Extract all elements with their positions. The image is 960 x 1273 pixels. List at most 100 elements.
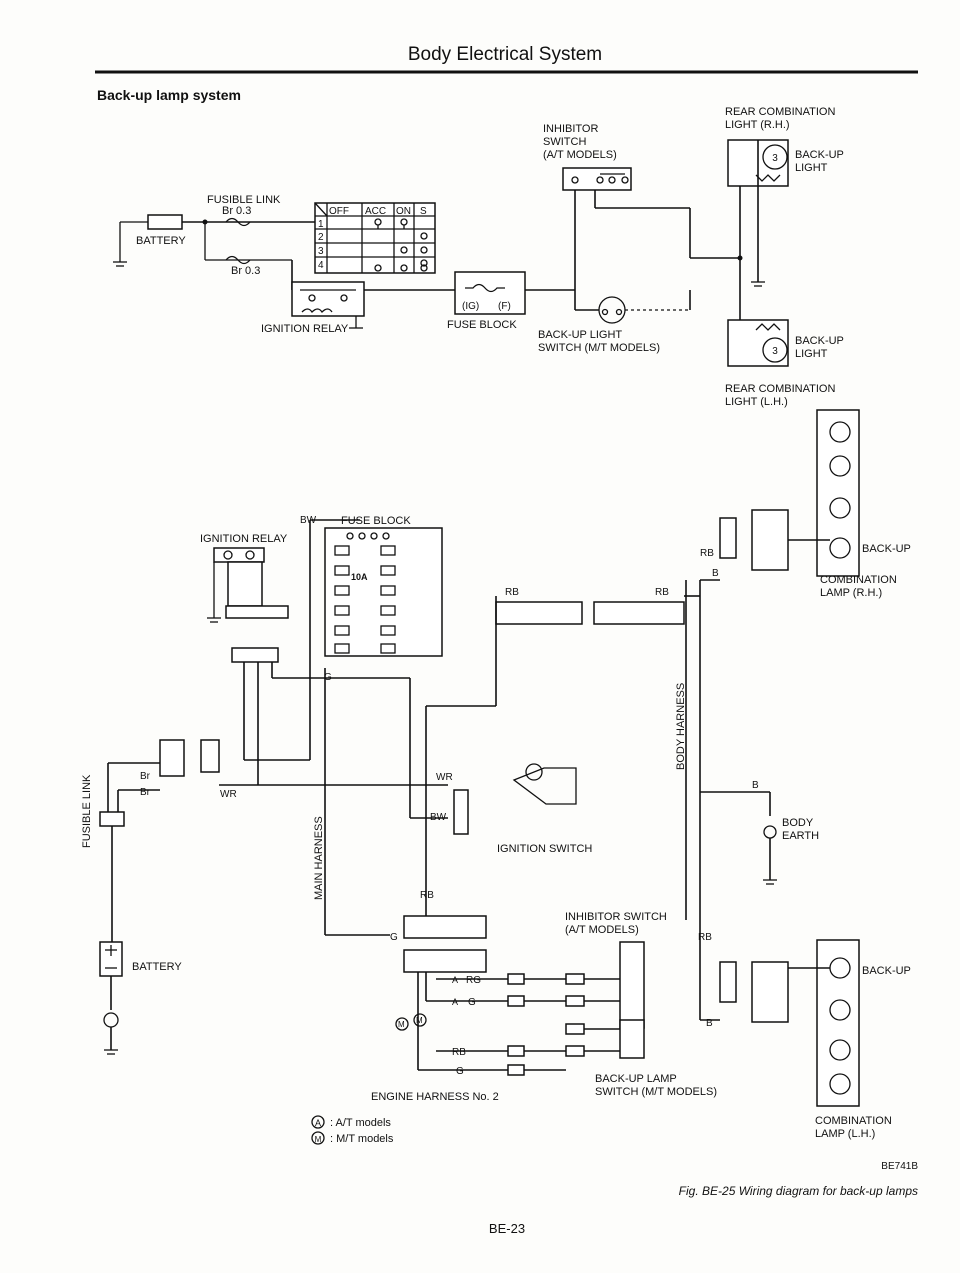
ignition-switch-connector	[453, 763, 577, 835]
body-earth-label-2: EARTH	[782, 830, 819, 842]
fusible-link-gauge-2: Br 0.3	[231, 265, 260, 277]
backup-lamp-switch-label-1: BACK-UP LAMP	[595, 1073, 677, 1085]
backup-light-label-lh-2: LIGHT	[795, 348, 828, 360]
ignition-relay-symbol	[291, 281, 455, 329]
page-header-title: Body Electrical System	[408, 44, 602, 65]
body-earth-label-1: BODY	[782, 817, 814, 829]
wiring-ignition-relay	[207, 547, 289, 623]
ign-row-3: 3	[318, 246, 324, 257]
svg-text:3: 3	[772, 153, 778, 164]
back-up-rh-label: BACK-UP	[862, 543, 911, 555]
inhibitor-switch-connector	[565, 941, 645, 1059]
wire-rg: RG	[466, 975, 481, 986]
rear-lh-label-2: LIGHT (L.H.)	[725, 396, 788, 408]
relay-connector	[231, 519, 448, 936]
fusible-link-label: FUSIBLE LINK	[207, 194, 281, 206]
combination-rh-label-2: LAMP (R.H.)	[820, 587, 882, 599]
wire-br-1: Br	[140, 771, 151, 782]
ign-col-on: ON	[396, 206, 411, 217]
backup-switch-label-1: BACK-UP LIGHT	[538, 329, 622, 341]
wire-rb-inhibitor: RB	[698, 932, 712, 943]
combination-rh-label-1: COMBINATION	[820, 574, 897, 586]
wire-br-2: Br	[140, 787, 151, 798]
schematic-diagram: BATTERY FUSIBLE LINK Br 0.3 Br 0.3	[113, 106, 844, 408]
mark-m-2: M	[416, 1016, 423, 1025]
fuse-block-label: FUSE BLOCK	[447, 319, 517, 331]
back-up-lh-label: BACK-UP	[862, 965, 911, 977]
legend-mark-m: M	[315, 1135, 322, 1144]
wire-rb-right: RB	[655, 587, 669, 598]
section-title: Back-up lamp system	[97, 87, 241, 103]
ignition-relay-label: IGNITION RELAY	[261, 323, 349, 335]
main-harness-label: MAIN HARNESS	[313, 816, 325, 900]
wiring-layout: IGNITION RELAY 10A FUSE BLOCK BW	[81, 409, 911, 1140]
rear-combination-light-lh: 3	[727, 258, 789, 367]
fusible-link-connector	[99, 739, 448, 880]
wire-bw-top: BW	[300, 515, 317, 526]
backup-lamp-switch-label-2: SWITCH (M/T MODELS)	[595, 1086, 717, 1098]
engine-harness-connector	[395, 915, 566, 1076]
backup-light-label-rh-2: LIGHT	[795, 162, 828, 174]
mark-a-1: A	[452, 975, 458, 985]
svg-text:3: 3	[772, 346, 778, 357]
backup-switch-symbol	[574, 257, 740, 324]
wire-g-m: G	[456, 1066, 464, 1077]
legend-text-m: : M/T models	[330, 1133, 394, 1145]
fusible-link-vertical-label: FUSIBLE LINK	[81, 774, 93, 848]
wiring-battery	[99, 880, 123, 1055]
wire-g-engine: G	[390, 932, 398, 943]
figure-code: BE741B	[881, 1161, 918, 1172]
combination-lamp-rh	[700, 409, 860, 581]
fuse-block-symbol: (IG) (F)	[454, 271, 575, 315]
fusible-link-gauge-1: Br 0.3	[222, 205, 251, 217]
fuse-ig-label: (IG)	[462, 301, 479, 312]
fuse-f-label: (F)	[498, 301, 511, 312]
combination-lh-label-2: LAMP (L.H.)	[815, 1128, 875, 1140]
backup-light-label-rh-1: BACK-UP	[795, 149, 844, 161]
inhibitor-label-3: (A/T MODELS)	[543, 149, 617, 161]
rear-rh-label-1: REAR COMBINATION	[725, 106, 835, 118]
wire-rb-engine: RB	[420, 890, 434, 901]
inhibitor-label-2: SWITCH	[543, 136, 586, 148]
body-harness-label: BODY HARNESS	[675, 683, 687, 770]
legend-text-a: : A/T models	[330, 1117, 391, 1129]
fusible-link-symbol	[182, 217, 315, 290]
ignition-switch-table: OFF ACC ON S 1 2 3 4	[314, 202, 436, 274]
combination-lamp-lh	[700, 939, 860, 1107]
inhibitor-switch-symbol	[562, 167, 691, 290]
ign-row-1: 1	[318, 219, 324, 230]
wire-g-a: G	[468, 997, 476, 1008]
wiring-fuse-block: 10A	[324, 527, 443, 657]
wire-wr-left: WR	[220, 789, 237, 800]
mark-m-1: M	[398, 1020, 405, 1029]
wire-wr-ign: WR	[436, 772, 453, 783]
battery-label: BATTERY	[136, 235, 186, 247]
mark-a-2: A	[452, 997, 458, 1007]
wiring-battery-label: BATTERY	[132, 961, 182, 973]
backup-light-label-lh-1: BACK-UP	[795, 335, 844, 347]
inhibitor-switch-label-2: (A/T MODELS)	[565, 924, 639, 936]
legend-mark-a: A	[315, 1118, 321, 1128]
wire-b-earth: B	[752, 780, 759, 791]
combination-lh-label-1: COMBINATION	[815, 1115, 892, 1127]
ignition-switch-label: IGNITION SWITCH	[497, 843, 592, 855]
ign-col-off: OFF	[329, 206, 349, 217]
wire-rb-m: RB	[452, 1047, 466, 1058]
inhibitor-switch-label-1: INHIBITOR SWITCH	[565, 911, 667, 923]
wiring-fuse-block-label: FUSE BLOCK	[341, 515, 411, 527]
wire-b-rh: B	[712, 568, 719, 579]
backup-switch-label-2: SWITCH (M/T MODELS)	[538, 342, 660, 354]
ign-col-acc: ACC	[365, 206, 386, 217]
wiring-ignition-relay-label: IGNITION RELAY	[200, 533, 288, 545]
rear-lh-label-1: REAR COMBINATION	[725, 383, 835, 395]
ign-row-4: 4	[318, 260, 324, 271]
ign-col-s: S	[420, 206, 427, 217]
rear-combination-light-rh: 3	[727, 139, 789, 287]
harness-connector-rb	[425, 595, 700, 930]
engine-harness-label: ENGINE HARNESS No. 2	[371, 1091, 499, 1103]
wire-b-lh: B	[706, 1018, 713, 1029]
inhibitor-label-1: INHIBITOR	[543, 123, 598, 135]
wire-rb-rh: RB	[700, 548, 714, 559]
wire-bw-ign: BW	[430, 812, 447, 823]
